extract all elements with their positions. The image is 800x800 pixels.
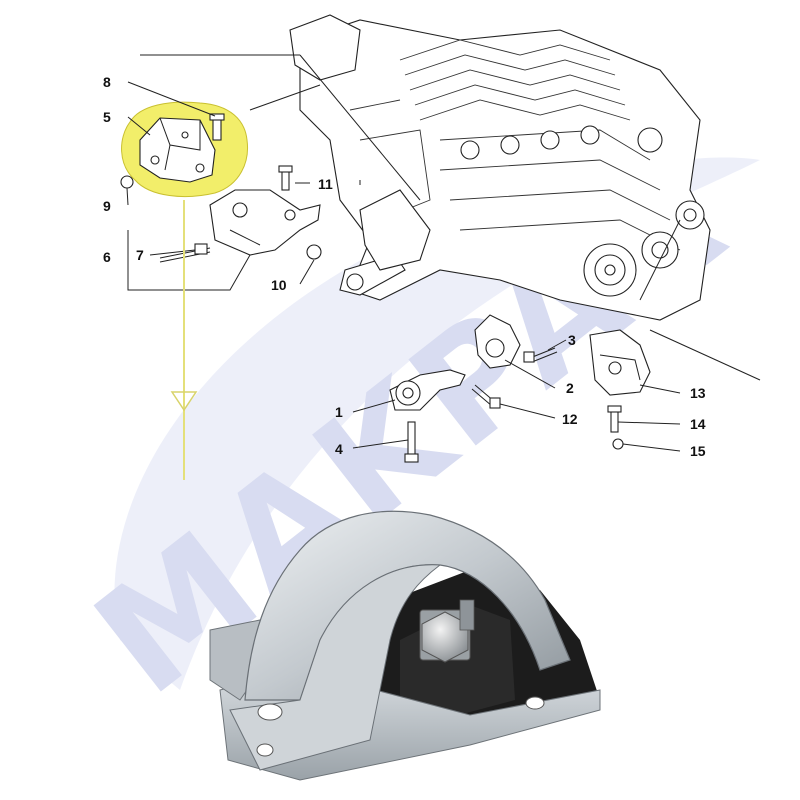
callout-12: 12 (562, 411, 578, 427)
callout-9: 9 (103, 198, 111, 214)
down-arrow-icon (170, 200, 198, 480)
lower-bracket-6 (209, 189, 321, 256)
callout-2: 2 (566, 380, 574, 396)
link-mount-1 (389, 369, 466, 411)
rubber-mount-photo (209, 510, 601, 781)
callout-15: 15 (690, 443, 706, 459)
callout-14: 14 (690, 416, 706, 432)
callout-7: 7 (136, 247, 144, 263)
nut-9 (120, 175, 134, 189)
bolt-8 (209, 113, 225, 141)
callout-8: 8 (103, 74, 111, 90)
engine-block-drawing (140, 14, 761, 381)
bracket-2 (474, 314, 521, 369)
callout-3: 3 (568, 332, 576, 348)
callout-leaders (126, 81, 681, 452)
bolt-4 (404, 421, 419, 463)
callout-10: 10 (271, 277, 287, 293)
callout-11: 11 (318, 176, 333, 192)
callout-5: 5 (103, 109, 111, 125)
mount-bracket-drawing (139, 117, 216, 183)
bolt-3 (523, 347, 558, 363)
bolt-14 (607, 405, 622, 433)
callout-4: 4 (335, 441, 343, 457)
callout-1: 1 (335, 404, 343, 420)
nut-10 (306, 244, 322, 260)
bolt-11 (278, 165, 293, 191)
highlighted-mount-group (120, 101, 249, 197)
washer-15 (612, 438, 624, 450)
mount-13 (589, 329, 651, 396)
bolt-12 (471, 384, 501, 409)
callout-labels: 8 5 9 6 7 11 10 1 4 2 3 12 13 14 15 (103, 74, 706, 459)
callout-6: 6 (103, 249, 111, 265)
callout-13: 13 (690, 385, 706, 401)
